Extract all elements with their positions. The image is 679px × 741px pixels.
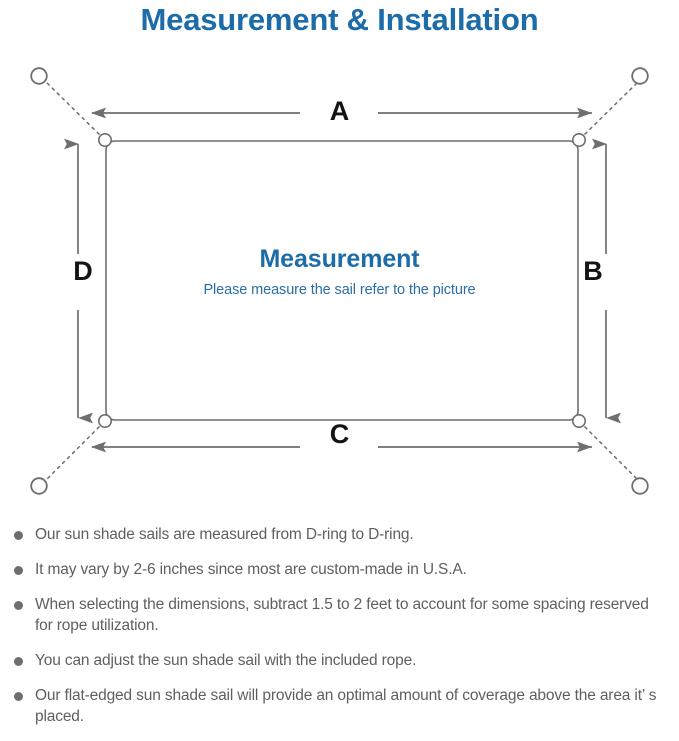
- rope-bottom-right: [579, 421, 640, 482]
- dimension-label-a: A: [329, 96, 350, 126]
- note-text: You can adjust the sun shade sail with t…: [35, 652, 417, 669]
- list-item: Our flat-edged sun shade sail will provi…: [0, 685, 679, 727]
- sail-measurement-diagram: A B C D Measurement Please measure the s…: [0, 44, 679, 514]
- rope-bottom-left: [44, 421, 105, 482]
- anchor-top-right: [631, 67, 649, 85]
- rope-top-left: [44, 80, 105, 140]
- d-ring-bottom-right: [571, 413, 586, 428]
- bullet-icon: [14, 657, 23, 666]
- list-item: Our sun shade sails are measured from D-…: [0, 524, 679, 545]
- anchor-bottom-left: [30, 477, 48, 495]
- bullet-icon: [14, 531, 23, 540]
- list-item: When selecting the dimensions, subtract …: [0, 594, 679, 636]
- d-ring-top-right: [571, 133, 586, 148]
- bullet-icon: [14, 692, 23, 701]
- sun-shade-sail-rectangle: [105, 140, 579, 421]
- list-item: You can adjust the sun shade sail with t…: [0, 650, 679, 671]
- bullet-icon: [14, 601, 23, 610]
- page-title: Measurement & Installation: [140, 2, 539, 37]
- note-text: It may vary by 2-6 inches since most are…: [35, 561, 467, 578]
- anchor-bottom-right: [631, 477, 649, 495]
- bullet-icon: [14, 566, 23, 575]
- rope-top-right: [579, 80, 640, 140]
- note-text: Our sun shade sails are measured from D-…: [35, 526, 414, 543]
- list-item: It may vary by 2-6 inches since most are…: [0, 559, 679, 580]
- d-ring-bottom-left: [98, 413, 113, 428]
- anchor-top-left: [30, 67, 48, 85]
- dimension-label-d: D: [73, 256, 93, 286]
- dimension-label-c: C: [329, 419, 350, 449]
- note-text: Our flat-edged sun shade sail will provi…: [35, 687, 657, 725]
- notes-list: Our sun shade sails are measured from D-…: [0, 524, 679, 741]
- d-ring-top-left: [98, 133, 113, 148]
- dimension-label-b: B: [583, 256, 603, 286]
- note-text: When selecting the dimensions, subtract …: [35, 596, 649, 634]
